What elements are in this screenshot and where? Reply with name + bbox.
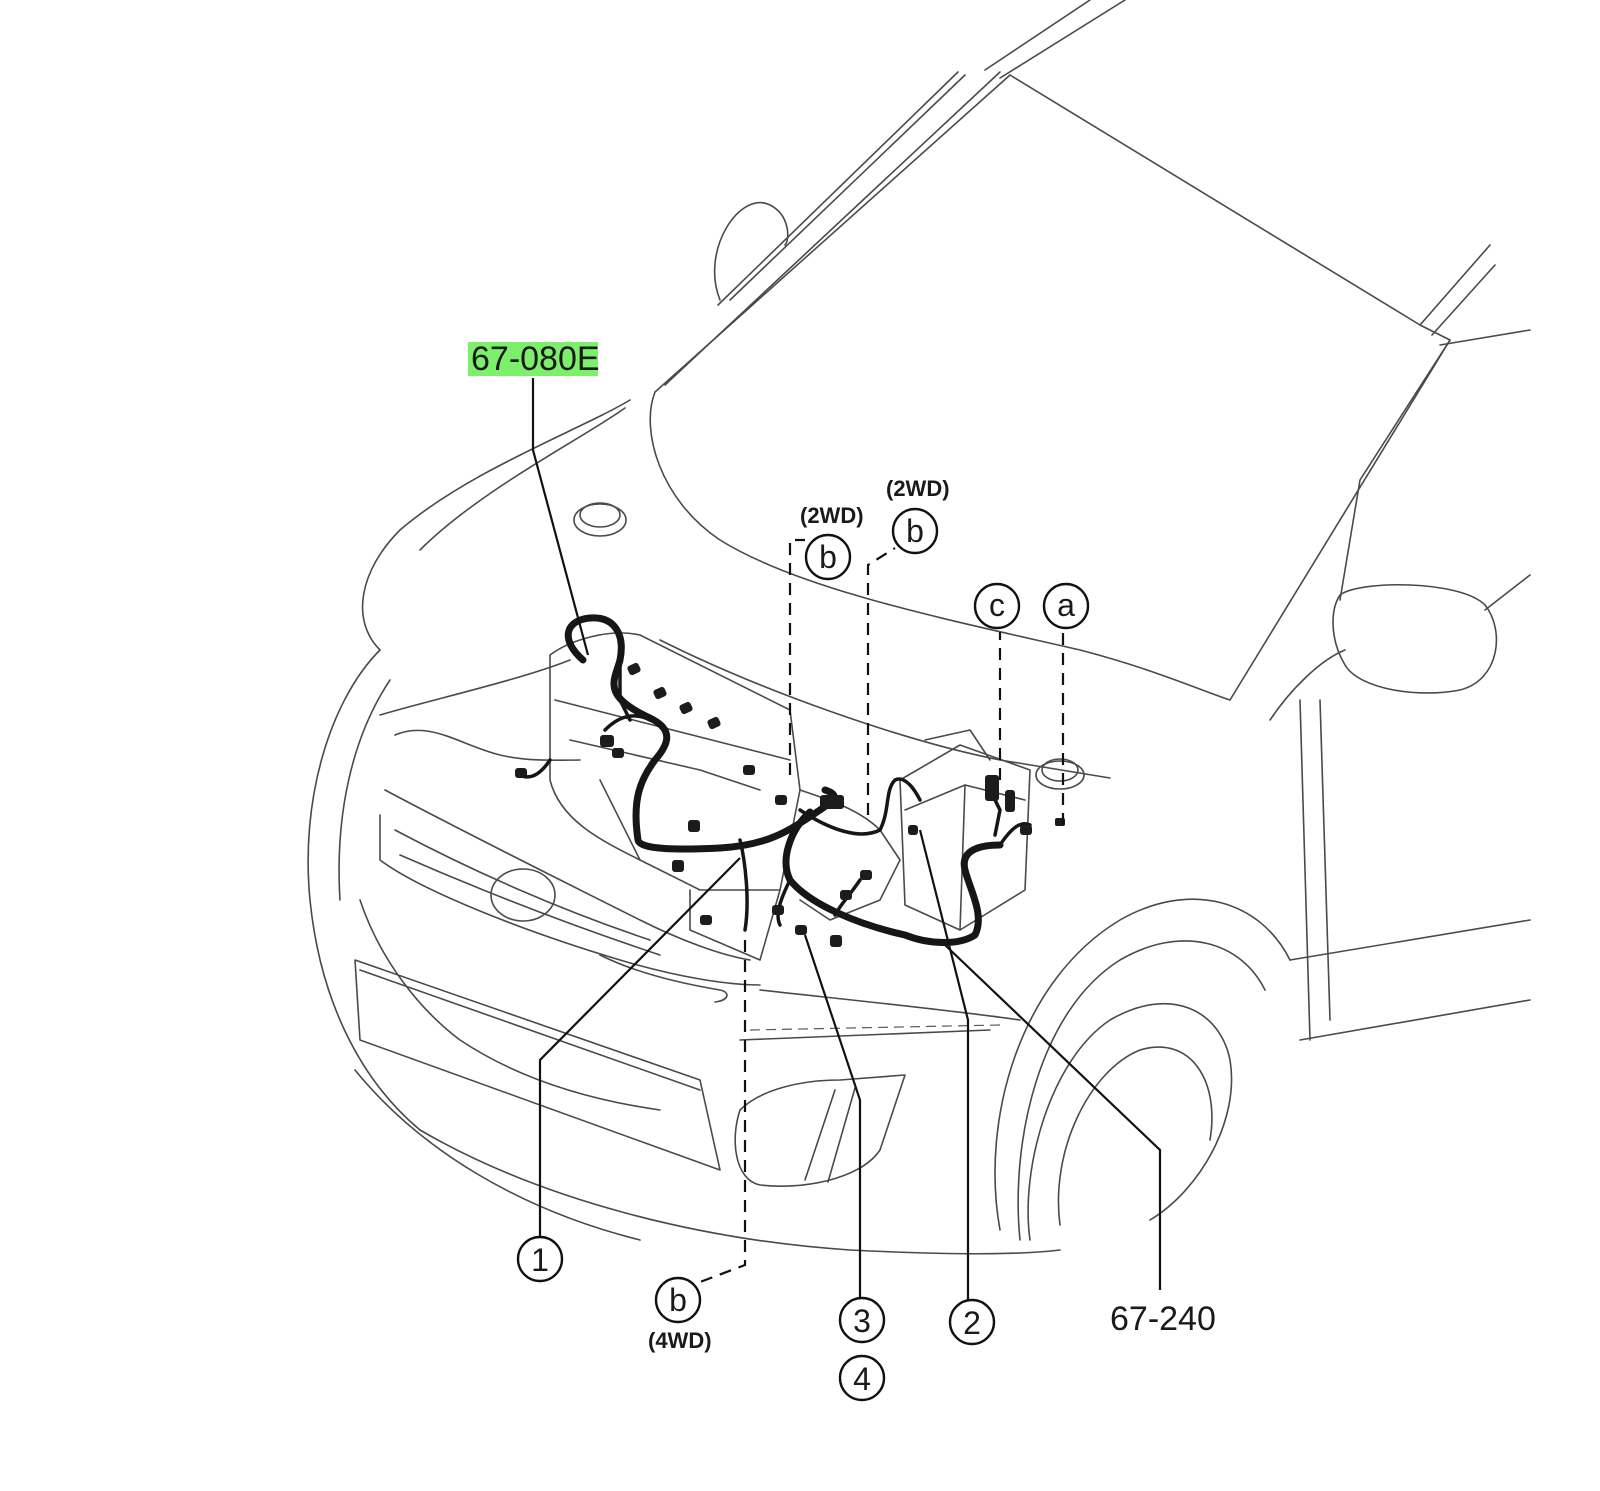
callout-2[interactable]: 2 bbox=[948, 1298, 996, 1346]
svg-text:c: c bbox=[989, 587, 1005, 623]
car-body-outline bbox=[307, 0, 1531, 1255]
svg-text:b: b bbox=[669, 1282, 687, 1318]
svg-text:2: 2 bbox=[963, 1305, 981, 1341]
svg-text:4: 4 bbox=[853, 1361, 871, 1397]
variant-label-2wd-right: (2WD) bbox=[886, 476, 950, 501]
part-code-highlighted-text: 67-080E bbox=[471, 340, 600, 378]
svg-text:1: 1 bbox=[531, 1242, 549, 1278]
engine-wiring-harness bbox=[515, 614, 1065, 947]
variant-label-2wd-left: (2WD) bbox=[800, 503, 864, 528]
svg-text:b: b bbox=[906, 513, 924, 549]
callout-1[interactable]: 1 bbox=[516, 1235, 564, 1283]
svg-text:a: a bbox=[1057, 587, 1075, 623]
highlight-box bbox=[468, 342, 598, 376]
variant-label-4wd: (4WD) bbox=[648, 1328, 712, 1353]
callout-3[interactable]: 3 bbox=[838, 1296, 886, 1344]
callout-a[interactable]: a bbox=[1042, 582, 1090, 630]
part-code-67-240[interactable]: 67-240 bbox=[1110, 1300, 1216, 1338]
svg-text:b: b bbox=[819, 539, 837, 575]
callout-4[interactable]: 4 bbox=[838, 1354, 886, 1402]
callout-b-2wd-right[interactable]: b bbox=[891, 507, 939, 555]
svg-text:3: 3 bbox=[853, 1303, 871, 1339]
callout-c[interactable]: c bbox=[973, 582, 1021, 630]
callout-b-4wd[interactable]: b bbox=[654, 1276, 702, 1324]
callout-b-2wd-left[interactable]: b bbox=[804, 533, 852, 581]
connector-cluster bbox=[515, 662, 1065, 947]
part-code-67-080e[interactable]: 67-080E bbox=[468, 340, 600, 378]
leader-lines bbox=[531, 378, 1162, 1300]
